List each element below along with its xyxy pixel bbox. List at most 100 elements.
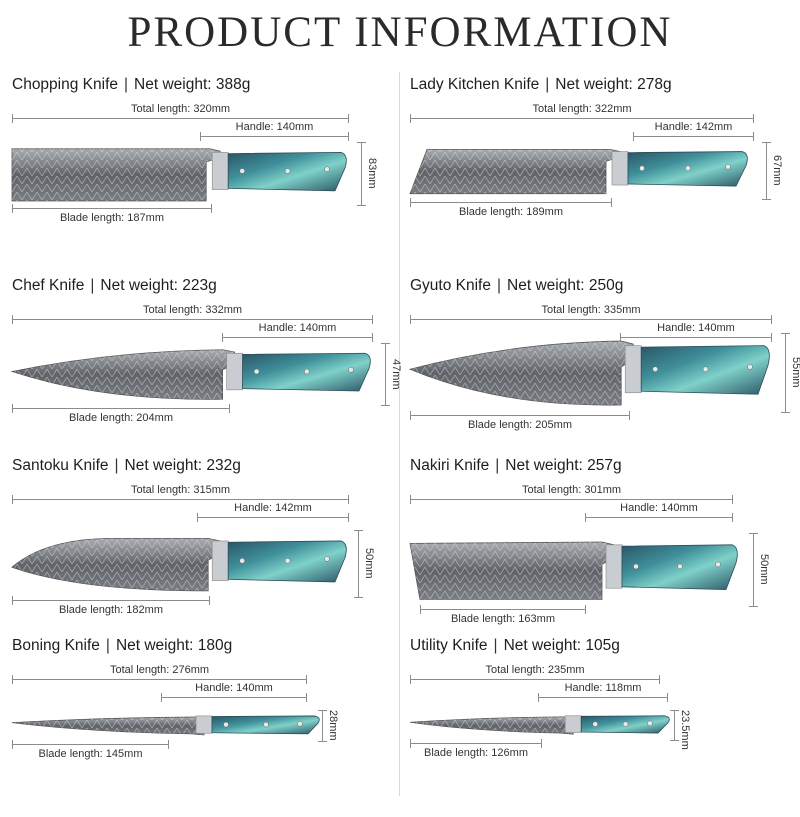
total-length-label: Total length: 301mm	[521, 484, 622, 496]
handle-length-label: Handle: 142mm	[234, 502, 312, 514]
handle-length-label: Handle: 140mm	[657, 322, 735, 334]
total-length-label: Total length: 235mm	[485, 664, 585, 676]
total-length-label: Total length: 315mm	[130, 484, 231, 496]
total-length-label: Total length: 276mm	[109, 664, 210, 676]
total-length-label: Total length: 322mm	[532, 103, 632, 115]
handle-length-line	[222, 337, 373, 338]
knife-heading: Santoku Knife|Net weight: 232g	[12, 457, 241, 475]
knife-heading: Chef Knife|Net weight: 223g	[12, 277, 217, 295]
total-length-line	[410, 499, 733, 500]
blade-length-tick	[629, 411, 630, 420]
knife-name: Nakiri Knife	[410, 457, 490, 474]
blade-length-line	[410, 743, 542, 744]
knife-heading: Gyuto Knife|Net weight: 250g	[410, 277, 623, 295]
handle-length-tick	[585, 513, 586, 522]
total-length-label: Total length: 320mm	[130, 103, 231, 115]
height-tick	[781, 333, 790, 334]
height-line	[766, 142, 767, 200]
knife-heading: Lady Kitchen Knife|Net weight: 278g	[410, 76, 672, 94]
total-length-line	[410, 319, 772, 320]
knife-weight: Net weight: 257g	[505, 457, 622, 474]
handle-length-tick	[348, 132, 349, 141]
blade-length-label: Blade length: 187mm	[60, 212, 164, 224]
total-length-label: Total length: 335mm	[541, 304, 641, 316]
handle-length-tick	[161, 693, 162, 702]
handle-length-tick	[197, 513, 198, 522]
height-label: 50mm	[363, 548, 375, 579]
handle-length-line	[200, 136, 349, 137]
height-tick	[762, 199, 771, 200]
handle-length-line	[585, 517, 733, 518]
handle-length-label: Handle: 140mm	[195, 682, 273, 694]
height-label: 28mm	[327, 710, 339, 741]
height-label: 47mm	[390, 358, 402, 390]
height-line	[753, 533, 754, 607]
height-tick	[354, 597, 363, 598]
height-tick	[381, 405, 390, 406]
knife-name: Lady Kitchen Knife	[410, 76, 540, 93]
blade-length-tick	[410, 411, 411, 420]
blade-length-tick	[12, 740, 13, 749]
knife-heading: Boning Knife|Net weight: 180g	[12, 637, 232, 655]
knife-image	[409, 149, 748, 195]
knife-name: Chopping Knife	[12, 76, 118, 93]
knife-image	[408, 340, 770, 406]
handle-length-tick	[222, 333, 223, 342]
blade-length-tick	[229, 404, 230, 413]
height-tick	[749, 533, 758, 534]
knife-panel: Lady Kitchen Knife|Net weight: 278g Tota…	[409, 76, 800, 256]
blade-length-tick	[211, 204, 212, 213]
total-length-tick	[12, 675, 13, 684]
total-length-line	[410, 118, 754, 119]
total-length-tick	[753, 114, 754, 123]
height-tick	[381, 343, 390, 344]
blade-length-label: Blade length: 205mm	[468, 419, 572, 431]
handle-length-tick	[200, 132, 201, 141]
total-length-tick	[348, 495, 349, 504]
total-length-line	[12, 319, 373, 320]
blade-length-tick	[410, 198, 411, 207]
blade-length-label: Blade length: 145mm	[38, 748, 143, 760]
knife-image	[409, 715, 670, 735]
total-length-tick	[410, 675, 411, 684]
blade-length-tick	[12, 596, 13, 605]
handle-length-tick	[732, 513, 733, 522]
height-tick	[670, 710, 679, 711]
knife-panel: Nakiri Knife | Net weight: 257g Total leng…	[409, 457, 800, 637]
knife-weight: Net weight: 105g	[503, 637, 620, 654]
heading-separator: |	[495, 457, 500, 474]
height-tick	[762, 142, 771, 143]
height-label: 67mm	[771, 155, 783, 186]
handle-length-tick	[771, 333, 772, 342]
height-tick	[318, 741, 327, 742]
handle-length-line	[161, 697, 307, 698]
knife-name: Chef Knife	[12, 277, 85, 294]
total-length-tick	[372, 315, 373, 324]
blade-length-label: Blade length: 204mm	[69, 412, 173, 424]
knife-weight: Net weight: 180g	[115, 637, 233, 654]
knife-panel: Utility Knife|Net weight: 105g Total len…	[409, 637, 800, 817]
handle-length-line	[620, 337, 772, 338]
handle-length-tick	[753, 132, 754, 141]
height-label: 23.5mm	[679, 709, 691, 750]
handle-length-label: Handle: 142mm	[654, 121, 733, 133]
heading-separator: |	[545, 76, 550, 93]
total-length-tick	[306, 675, 307, 684]
knife-weight: Net weight: 223g	[100, 277, 217, 294]
handle-length-line	[197, 517, 349, 518]
handle-length-line	[633, 136, 754, 137]
knife-panel: Chef Knife|Net weight: 223g Total length…	[10, 277, 402, 457]
knife-weight: Net weight: 250g	[507, 277, 624, 294]
height-tick	[357, 142, 366, 143]
handle-length-line	[538, 697, 668, 698]
total-length-line	[12, 118, 349, 119]
knife-heading: Nakiri Knife | Net weight: 257g	[410, 457, 622, 475]
knife-image	[11, 715, 320, 736]
knife-heading: Utility Knife|Net weight: 105g	[410, 637, 620, 655]
heading-separator: |	[493, 637, 498, 654]
knife-name: Boning Knife	[12, 637, 100, 654]
blade-length-tick	[541, 739, 542, 748]
blade-length-tick	[410, 739, 411, 748]
blade-length-label: Blade length: 182mm	[59, 604, 163, 616]
total-length-line	[12, 679, 307, 680]
